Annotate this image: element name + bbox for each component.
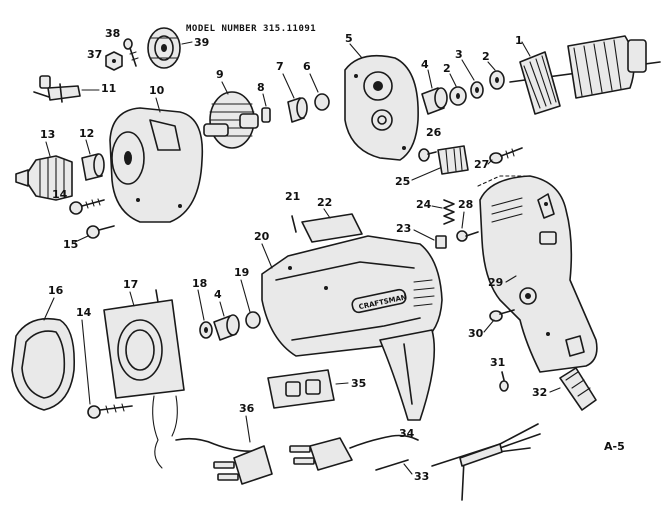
callout-31: 31	[490, 356, 505, 369]
chuck	[15, 155, 73, 201]
part-12-sleeve	[81, 153, 105, 181]
motor-housing: CRAFTSMAN	[261, 235, 443, 421]
washer-2-right	[489, 70, 505, 90]
callout-20: 20	[254, 230, 270, 243]
screw-14-upper	[69, 198, 105, 215]
bearing-4-upper	[421, 87, 448, 115]
part-6-spacer	[314, 93, 330, 111]
chuck-key	[33, 75, 81, 103]
callout-11: 11	[101, 82, 116, 95]
part-7-bearing	[287, 97, 308, 123]
callout-3: 3	[455, 48, 463, 61]
sheet-code: A-5	[604, 440, 625, 453]
callout-9: 9	[216, 68, 224, 81]
callout-38: 38	[105, 27, 120, 40]
callout-16: 16	[48, 284, 64, 297]
screw-14-lower	[87, 403, 133, 419]
switch-25	[437, 145, 469, 175]
callout-37: 37	[87, 48, 102, 61]
callout-36: 36	[239, 402, 255, 415]
callout-24: 24	[416, 198, 432, 211]
callout-33: 33	[414, 470, 429, 483]
callout-22: 22	[317, 196, 332, 209]
callout-39: 39	[194, 36, 209, 49]
plug-cord-34	[289, 434, 419, 471]
model-number-label: MODEL NUMBER 315.11091	[186, 24, 316, 34]
part-23-clip	[435, 235, 447, 249]
screw-28	[456, 230, 479, 242]
callout-17: 17	[123, 278, 138, 291]
callout-2-left: 2	[443, 62, 451, 75]
armature	[509, 35, 661, 115]
part-8-retainer	[261, 107, 271, 123]
baffle	[11, 317, 76, 411]
callout-7: 7	[276, 60, 284, 73]
callout-10: 10	[149, 84, 165, 97]
callout-4-lower: 4	[214, 288, 222, 301]
callout-8: 8	[257, 81, 265, 94]
cord-protector-32	[559, 367, 597, 411]
screw-26	[418, 148, 437, 162]
callout-1: 1	[515, 34, 523, 47]
callout-30: 30	[468, 327, 484, 340]
field-assembly	[103, 289, 185, 469]
callout-14-lower: 14	[76, 306, 92, 319]
part-21-pin	[291, 215, 297, 233]
part-19-disc	[245, 311, 261, 329]
handle-half-29	[477, 175, 598, 373]
callout-19: 19	[234, 266, 249, 279]
gear-case	[109, 107, 204, 223]
callout-35: 35	[351, 377, 366, 390]
callout-6: 6	[303, 60, 311, 73]
callout-34: 34	[399, 427, 415, 440]
screw-38	[123, 38, 139, 67]
callout-5: 5	[345, 32, 353, 45]
callout-12: 12	[79, 127, 94, 140]
callout-26: 26	[426, 126, 442, 139]
washer-2-left	[449, 86, 467, 106]
screw-27	[489, 147, 523, 164]
callout-14-upper: 14	[52, 188, 68, 201]
switch-block-35	[267, 369, 335, 409]
plug-cord-36	[175, 437, 273, 485]
callout-18: 18	[192, 277, 207, 290]
bearing-4-lower	[213, 314, 240, 341]
washer-3	[470, 81, 484, 99]
callout-4-upper: 4	[421, 58, 429, 71]
callout-13: 13	[40, 128, 55, 141]
callout-29: 29	[488, 276, 503, 289]
gear-spindle	[203, 91, 259, 149]
callout-15: 15	[63, 238, 78, 251]
screw-15	[86, 225, 115, 239]
callout-21: 21	[285, 190, 300, 203]
nut-37	[105, 51, 123, 71]
screw-31	[499, 371, 509, 392]
spring-24	[443, 199, 455, 225]
gear-housing-plate	[344, 54, 419, 161]
callout-2-right: 2	[482, 50, 490, 63]
label-plate-22	[301, 213, 363, 243]
screw-30	[489, 309, 515, 322]
callout-27: 27	[474, 158, 489, 171]
callout-23: 23	[396, 222, 411, 235]
chuck-collar-39	[147, 27, 181, 69]
cord-leads	[431, 423, 541, 501]
washer-18	[199, 321, 213, 339]
callout-25: 25	[395, 175, 410, 188]
callout-28: 28	[458, 198, 473, 211]
callout-32: 32	[532, 386, 547, 399]
